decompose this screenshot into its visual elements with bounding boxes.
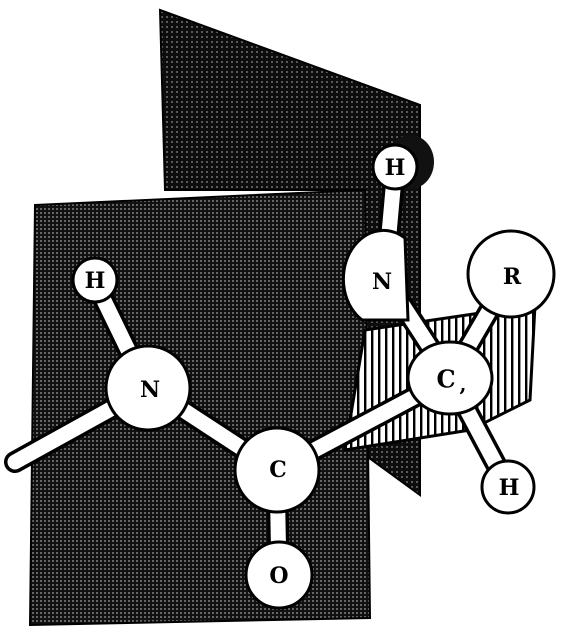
front-amide-plane	[28, 188, 372, 627]
atom-n-left: N	[104, 344, 192, 432]
atom-h-left: H	[71, 256, 119, 304]
label-h-left: H	[85, 268, 106, 294]
atom-o-carbonyl: O	[244, 540, 314, 610]
label-c-alpha: C	[436, 365, 455, 394]
label-r-group: R	[503, 264, 522, 290]
label-h-alpha: H	[499, 475, 520, 501]
label-h-right-top: H	[385, 155, 406, 181]
label-o-carbonyl: O	[269, 563, 288, 589]
label-n-left: N	[140, 377, 160, 403]
atom-h-alpha: H	[480, 459, 536, 515]
atom-h-right-top: H	[371, 135, 434, 191]
label-c-alpha-subscript: ,	[460, 372, 467, 396]
atom-c-carbonyl: C	[233, 426, 321, 514]
label-n-right: N	[372, 269, 392, 295]
atom-c-alpha: C ,	[406, 340, 494, 416]
atom-r-group: R	[466, 229, 556, 319]
atom-n-right: N	[341, 228, 410, 322]
label-c-carbonyl: C	[269, 457, 287, 483]
